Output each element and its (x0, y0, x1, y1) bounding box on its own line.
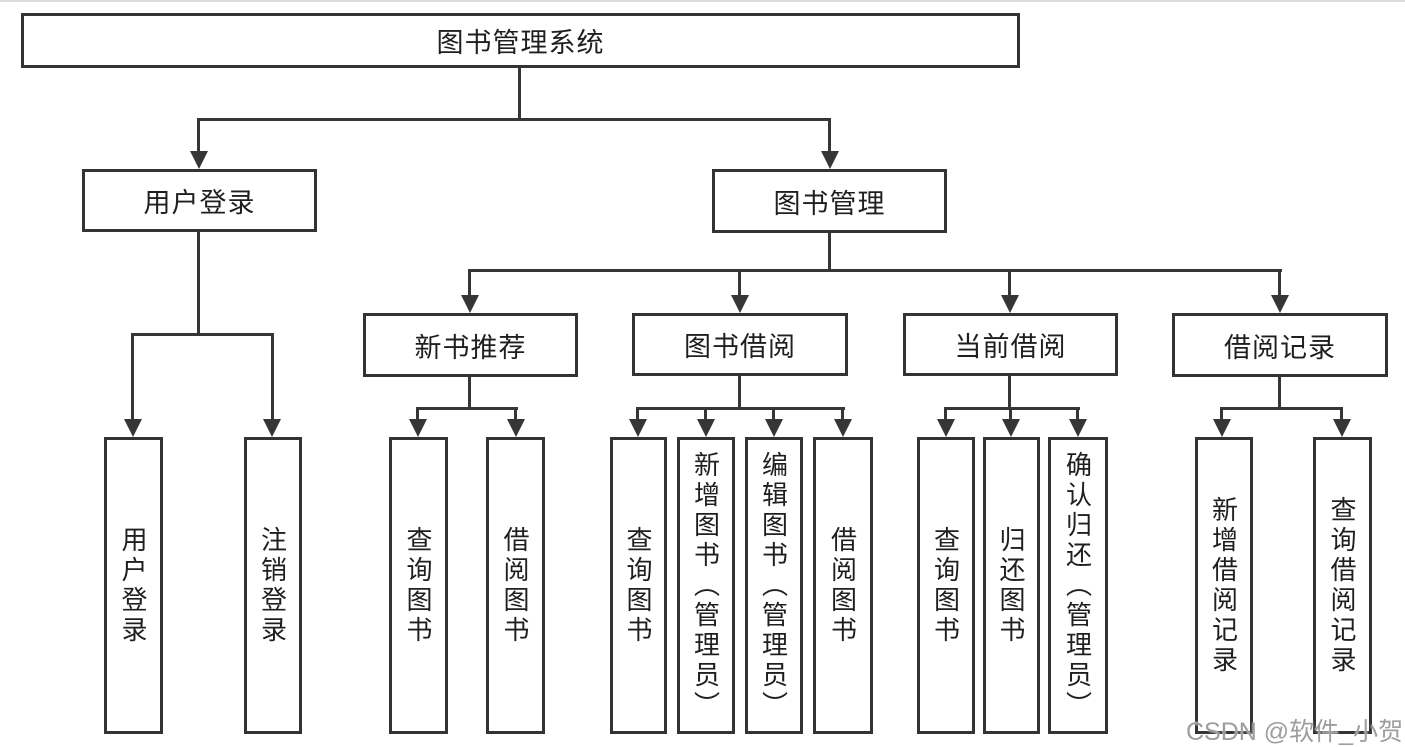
node-label: 借阅记录 (1224, 332, 1336, 363)
leaf-logout: 注销登录 (244, 437, 302, 734)
connector-drop-current-borrow (1008, 269, 1011, 299)
arrow-down-icon (697, 419, 715, 437)
connector-drop-login-leaf (131, 333, 134, 421)
arrow-down-icon (124, 419, 142, 437)
connector-drop-leaf (704, 407, 707, 421)
node-label: 新书推荐 (414, 332, 527, 363)
node-label: 图书管理 (773, 188, 886, 219)
leaf-query-books-1: 查询图书 (389, 437, 448, 734)
leaf-query-books-2: 查询图书 (610, 437, 667, 734)
leaf-borrow-books-2: 借阅图书 (813, 437, 873, 734)
arrow-down-icon (507, 419, 525, 437)
node-label: 新增图书（管理员） (690, 450, 721, 721)
leaf-add-borrow-record: 新增借阅记录 (1195, 437, 1253, 734)
leaf-add-books-admin: 新增图书（管理员） (677, 437, 735, 734)
connector-drop-logout-leaf (271, 333, 274, 421)
node-label: 用户登录 (118, 525, 148, 646)
arrow-down-icon (263, 419, 281, 437)
node-label: 图书借阅 (684, 332, 796, 362)
arrow-down-icon (821, 151, 839, 169)
connector-drop-borrow-records (1278, 269, 1281, 299)
connector-drop-book-mgmt (828, 118, 831, 154)
node-label: 新增借阅记录 (1208, 495, 1239, 676)
arrow-down-icon (937, 419, 955, 437)
node-label: 借阅图书 (827, 525, 858, 646)
connector-drop-leaf (636, 407, 639, 421)
connector-drop-leaf (841, 407, 844, 421)
connector-bookmgmt-branch (469, 269, 1282, 272)
connector-root-stub (518, 68, 521, 121)
node-label: 编辑图书（管理员） (758, 450, 789, 721)
arrow-down-icon (190, 151, 208, 169)
connector-current-stub (1008, 376, 1011, 410)
arrow-down-icon (834, 419, 852, 437)
connector-current-branch (945, 407, 1080, 410)
node-user-login: 用户登录 (82, 169, 317, 232)
node-label: 用户登录 (143, 188, 256, 218)
connector-drop-leaf (1220, 407, 1223, 421)
node-label: 查询图书 (623, 525, 653, 646)
arrow-down-icon (1001, 295, 1019, 313)
connector-root-branch (197, 118, 831, 121)
connector-newbook-branch (417, 407, 518, 410)
connector-records-branch (1221, 407, 1343, 410)
connector-drop-leaf (416, 407, 419, 421)
arrow-down-icon (1271, 295, 1289, 313)
node-label: 当前借阅 (954, 332, 1067, 362)
leaf-confirm-return-admin: 确认归还（管理员） (1048, 437, 1108, 734)
connector-borrow-branch (637, 407, 845, 410)
connector-userlogin-branch (132, 333, 274, 336)
connector-userlogin-stub (197, 232, 200, 336)
leaf-edit-books-admin: 编辑图书（管理员） (745, 437, 803, 734)
leaf-query-books-3: 查询图书 (917, 437, 975, 734)
node-borrowing-records: 借阅记录 (1172, 313, 1388, 377)
leaf-borrow-books-1: 借阅图书 (486, 437, 545, 734)
arrow-down-icon (1213, 419, 1231, 437)
node-current-borrowing: 当前借阅 (903, 313, 1118, 376)
connector-drop-leaf (1009, 407, 1012, 421)
node-label: 查询借阅记录 (1327, 495, 1357, 676)
node-label: 注销登录 (257, 525, 288, 646)
node-label: 查询图书 (930, 525, 961, 646)
node-label: 归还图书 (996, 525, 1026, 646)
arrow-down-icon (1333, 419, 1351, 437)
page-top-divider (0, 0, 1405, 2)
arrow-down-icon (1002, 419, 1020, 437)
node-book-borrowing: 图书借阅 (632, 313, 848, 376)
connector-drop-leaf (944, 407, 947, 421)
arrow-down-icon (461, 295, 479, 313)
connector-drop-leaf (1076, 407, 1079, 421)
node-book-management: 图书管理 (712, 169, 947, 233)
arrow-down-icon (409, 419, 427, 437)
node-root-system: 图书管理系统 (21, 13, 1020, 68)
leaf-user-login: 用户登录 (104, 437, 163, 734)
connector-records-stub (1278, 376, 1281, 410)
leaf-return-books: 归还图书 (983, 437, 1040, 734)
arrow-down-icon (1069, 419, 1087, 437)
node-new-book-recommend: 新书推荐 (363, 313, 578, 377)
connector-drop-leaf (514, 407, 517, 421)
node-label: 查询图书 (403, 525, 433, 646)
arrow-down-icon (731, 295, 749, 313)
node-label: 确认归还（管理员） (1062, 450, 1093, 721)
arrow-down-icon (765, 419, 783, 437)
connector-drop-book-borrow (738, 269, 741, 299)
connector-drop-user-login (197, 118, 200, 154)
csdn-watermark: CSDN @软件_小贺同学 (1186, 718, 1405, 746)
connector-drop-leaf (1340, 407, 1343, 421)
connector-drop-new-books (468, 269, 471, 299)
connector-borrow-stub (738, 376, 741, 410)
node-label: 图书管理系统 (436, 28, 605, 58)
connector-bookmgmt-stub (828, 233, 831, 272)
node-label: 借阅图书 (500, 525, 530, 646)
connector-drop-leaf (772, 407, 775, 421)
arrow-down-icon (629, 419, 647, 437)
leaf-query-borrow-record: 查询借阅记录 (1313, 437, 1372, 734)
connector-newbook-stub (468, 377, 471, 410)
